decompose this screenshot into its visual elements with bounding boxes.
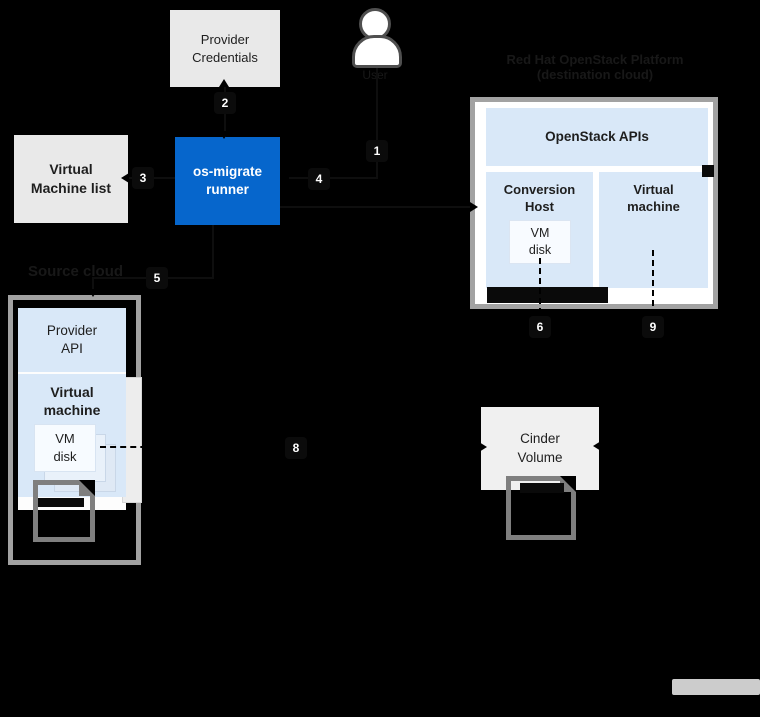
cinder-document-label-smear [520, 483, 564, 493]
step-badge-2: 2 [214, 92, 236, 114]
source-document-label-smear [38, 498, 84, 507]
source-vm-disk-label: VM disk [53, 431, 77, 464]
destination-cloud-title: Red Hat OpenStack Platform (destination … [506, 52, 684, 82]
source-cloud-title: Source cloud [28, 263, 124, 280]
connector-user-vertical [376, 68, 378, 178]
openstack-apis-box: OpenStack APIs [486, 108, 708, 166]
source-virtual-machine-label: Virtual machine [43, 384, 101, 419]
step-badge-4: 4 [308, 168, 330, 190]
step-badge-9: 9 [642, 316, 664, 338]
user-body-icon [352, 35, 402, 68]
destination-virtual-machine-label: Virtual machine [627, 182, 680, 214]
provider-credentials-label: Provider Credentials [192, 31, 258, 65]
connector-runner-down [212, 225, 214, 278]
connector-into-source [92, 277, 94, 291]
destination-footer-smear [487, 287, 608, 303]
step-badge-5: 5 [146, 267, 168, 289]
arrow-into-cinder-top [535, 399, 545, 407]
cinder-volume-document-icon [506, 476, 576, 540]
connector-runner-openstack [280, 206, 470, 208]
provider-credentials-box: Provider Credentials [170, 10, 280, 87]
arrow-into-credentials [219, 79, 229, 87]
dashed-destvm-vertical [652, 250, 654, 446]
cinder-volume-label: Cinder Volume [517, 431, 563, 465]
os-migrate-runner-label: os-migrate runner [192, 163, 263, 197]
conversion-vm-disk-box: VM disk [509, 220, 571, 264]
step-badge-8: 8 [285, 437, 307, 459]
arrow-into-runner-right [281, 173, 289, 183]
provider-api-label: Provider API [46, 322, 98, 356]
conversion-vm-disk-label: VM disk [528, 226, 552, 257]
conversion-host-label: Conversion Host [503, 182, 576, 214]
virtual-machine-list-label: Virtual Machine list [30, 161, 112, 196]
arrow-into-openstack-frame [470, 202, 478, 212]
frame-edge-mark [702, 165, 714, 177]
source-document-icon [33, 480, 95, 542]
arrow-into-source-frame [88, 289, 98, 297]
arrow-into-cinder-left [479, 442, 487, 452]
user-icon [352, 8, 402, 68]
connector-user-runner [289, 177, 378, 179]
conversion-host-box: Conversion Host VM disk [486, 172, 593, 288]
dashed-destvm-cinder [601, 445, 654, 447]
diagram-watermark [672, 679, 760, 695]
step-badge-1: 1 [366, 140, 388, 162]
arrow-into-vm-list [121, 173, 129, 183]
openstack-apis-label: OpenStack APIs [545, 128, 649, 144]
user-label: User [362, 68, 388, 82]
source-vm-disk-box: VM disk [34, 424, 96, 472]
arrow-into-runner-top [219, 131, 229, 139]
os-migrate-runner-box: os-migrate runner [175, 137, 280, 225]
step-badge-3: 3 [132, 167, 154, 189]
virtual-machine-list-box: Virtual Machine list [14, 135, 128, 223]
arrow-into-cinder-right [593, 441, 601, 451]
provider-api-box: Provider API [18, 308, 126, 372]
step-badge-6: 6 [529, 316, 551, 338]
